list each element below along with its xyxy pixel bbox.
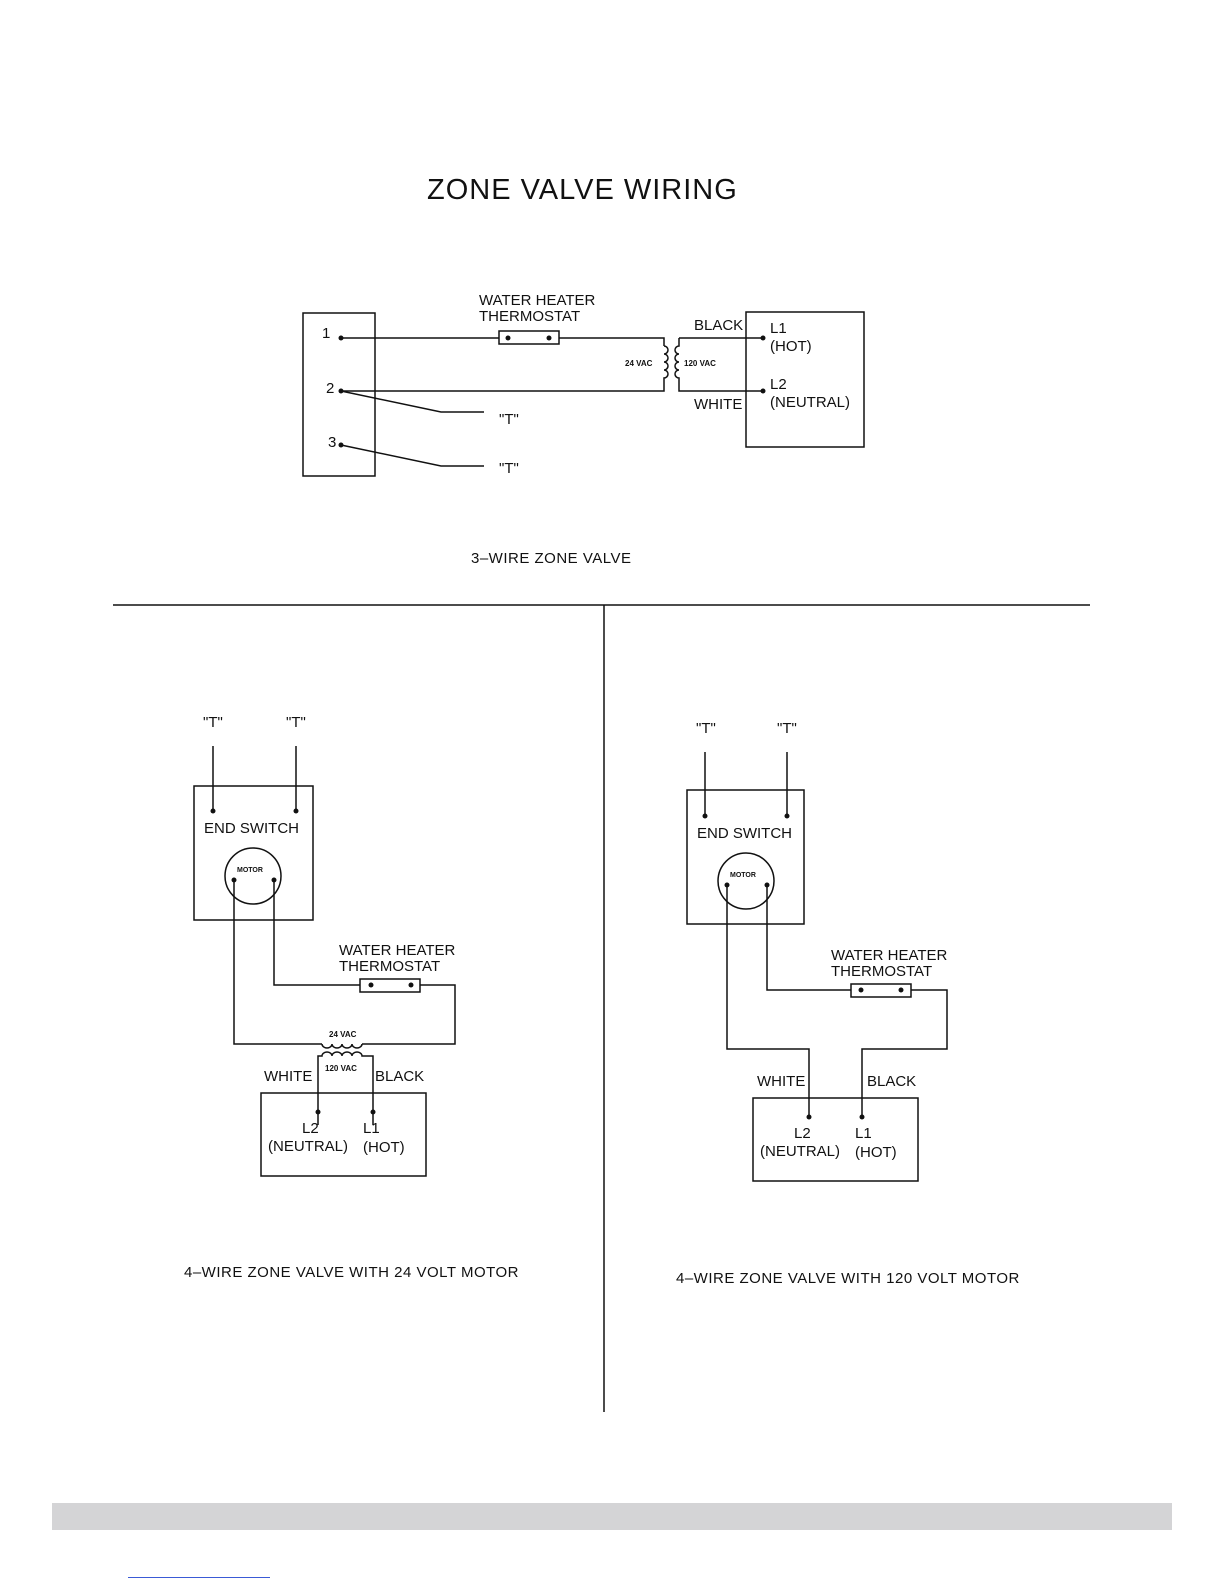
thermostat-return-wire: [362, 984, 456, 1045]
l1-dot: [859, 1114, 865, 1120]
l2-dot: [315, 1109, 321, 1115]
thermostat-contact-left: [505, 335, 511, 341]
thermostat-contact-right: [898, 987, 904, 993]
power-supply-box: [752, 1097, 919, 1182]
secondary-voltage-label: 24 VAC: [329, 1030, 357, 1039]
white-wire-label: WHITE: [694, 396, 742, 413]
thermostat-label-line1: WATER HEATER: [339, 942, 456, 959]
thermostat-label-line2: THERMOSTAT: [479, 308, 580, 325]
l1-label: L1: [363, 1120, 380, 1137]
l1-label: L1: [855, 1125, 872, 1142]
power-supply-box: [260, 1092, 427, 1177]
thermostat-label-line2: THERMOSTAT: [831, 963, 932, 980]
motor-circle: [717, 852, 775, 910]
transformer-primary-coil: [317, 1051, 374, 1125]
t-left-label: "T": [696, 720, 716, 737]
end-switch-contact-right: [293, 808, 299, 814]
motor-label: MOTOR: [730, 872, 756, 879]
terminal-1-dot: [338, 335, 344, 341]
thermostat-to-l1-wire: [861, 989, 948, 1117]
end-switch-contact-left: [702, 813, 708, 819]
black-wire-label: BLACK: [375, 1068, 424, 1085]
four-wire-120v-caption: 4–WIRE ZONE VALVE WITH 120 VOLT MOTOR: [676, 1270, 1020, 1287]
thermostat-contact-right: [546, 335, 552, 341]
thermostat-label-line1: WATER HEATER: [479, 292, 596, 309]
end-switch-contact-left: [210, 808, 216, 814]
secondary-voltage-label: 24 VAC: [625, 359, 653, 368]
t-left-label: "T": [203, 714, 223, 731]
white-wire-label: WHITE: [757, 1073, 805, 1090]
black-wire-label: BLACK: [694, 317, 743, 334]
t-lower-label: "T": [499, 460, 519, 477]
transformer-secondary-coil: [341, 345, 669, 392]
t-right-label: "T": [286, 714, 306, 731]
zone-valve-terminal-block: [302, 312, 376, 477]
motor-label: MOTOR: [237, 867, 263, 874]
motor-circle: [224, 847, 282, 905]
l1-hot-label: (HOT): [770, 338, 812, 355]
l1-dot: [760, 335, 766, 341]
four-wire-24v-diagram: "T" "T" END SWITCH MOTOR WATER HEATER TH…: [184, 714, 519, 1281]
power-supply-box: [745, 311, 865, 448]
zone-valve-box: [193, 785, 314, 921]
t-upper-label: "T": [499, 411, 519, 428]
primary-voltage-label: 120 VAC: [684, 359, 716, 368]
motor-wire-right: [273, 880, 360, 986]
l1-dot: [370, 1109, 376, 1115]
page-title: ZONE VALVE WIRING: [427, 174, 738, 206]
four-wire-24v-caption: 4–WIRE ZONE VALVE WITH 24 VOLT MOTOR: [184, 1264, 519, 1281]
l1-hot-label: (HOT): [855, 1144, 897, 1161]
l2-label: L2: [794, 1125, 811, 1142]
terminal-2-label: 2: [326, 380, 334, 397]
wire-terminal-3-to-t: [340, 444, 484, 467]
end-switch-label: END SWITCH: [204, 820, 299, 837]
l2-label: L2: [770, 376, 787, 393]
white-wire-label: WHITE: [264, 1068, 312, 1085]
thermostat-contact-left: [368, 982, 374, 988]
three-wire-caption: 3–WIRE ZONE VALVE: [471, 550, 632, 567]
zone-valve-box: [686, 789, 805, 925]
four-wire-120v-diagram: "T" "T" END SWITCH MOTOR WATER HEATER TH…: [676, 720, 1020, 1287]
wire-terminal-2-to-t: [340, 390, 484, 413]
l1-label: L1: [770, 320, 787, 337]
motor-wire-left: [233, 880, 322, 1045]
l2-neutral-label: (NEUTRAL): [770, 394, 850, 411]
l2-neutral-label: (NEUTRAL): [760, 1143, 840, 1160]
transformer-primary-coil: [674, 338, 763, 392]
thermostat-contact-left: [858, 987, 864, 993]
footer-bar: [52, 1503, 1172, 1530]
three-wire-diagram: 1 2 3 WATER HEATER THERMOSTAT 24 VAC 120…: [302, 292, 865, 567]
terminal-3-label: 3: [328, 434, 336, 451]
l2-neutral-label: (NEUTRAL): [268, 1138, 348, 1155]
motor-wire-left-to-l2: [726, 885, 810, 1117]
l1-hot-label: (HOT): [363, 1139, 405, 1156]
terminal-1-label: 1: [322, 325, 330, 342]
transformer-secondary-coil: [321, 1043, 363, 1049]
thermostat-contact-right: [408, 982, 414, 988]
end-switch-contact-right: [784, 813, 790, 819]
thermostat-label-line1: WATER HEATER: [831, 947, 948, 964]
end-switch-label: END SWITCH: [697, 825, 792, 842]
footer-link-underline: [128, 1577, 270, 1578]
wire-thermostat-to-transformer: [559, 337, 665, 346]
l2-label: L2: [302, 1120, 319, 1137]
t-right-label: "T": [777, 720, 797, 737]
primary-voltage-label: 120 VAC: [325, 1064, 357, 1073]
thermostat-label-line2: THERMOSTAT: [339, 958, 440, 975]
motor-wire-right: [766, 885, 851, 991]
l2-dot: [760, 388, 766, 394]
l2-dot: [806, 1114, 812, 1120]
black-wire-label: BLACK: [867, 1073, 916, 1090]
